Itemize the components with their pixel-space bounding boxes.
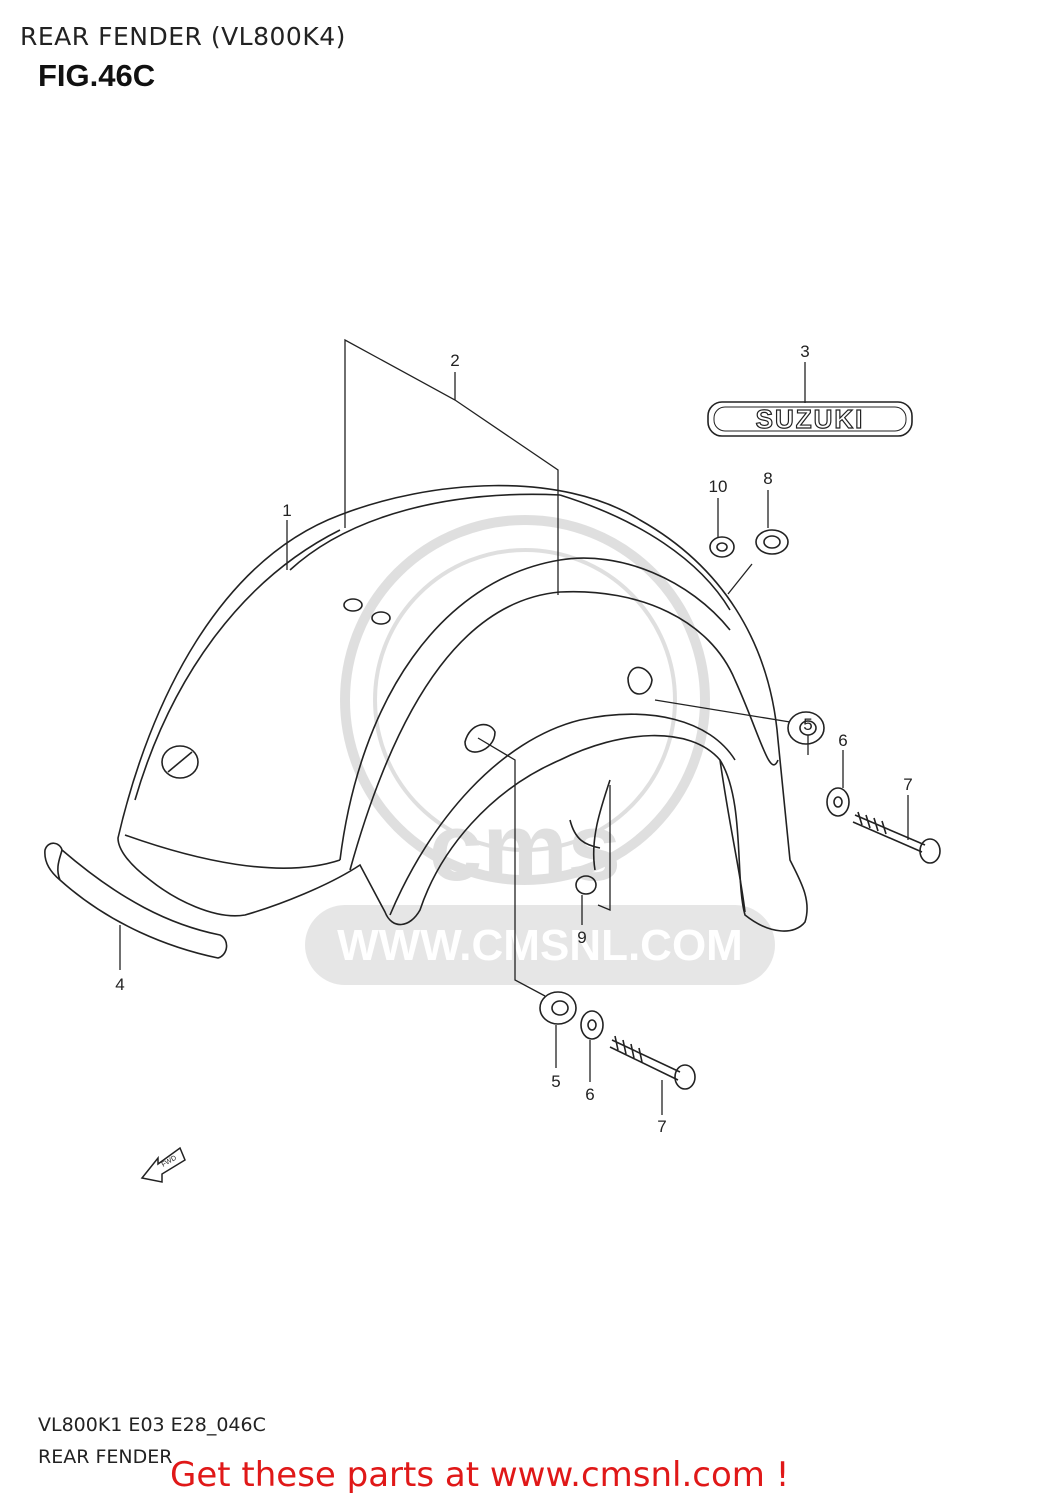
callout-numbers: 1 2 3 4 5 6 7 8 9 10 5 6 7 [115,342,912,1136]
section-name: REAR FENDER [38,1446,173,1468]
fastener-set-lower [539,991,696,1090]
fastener-set-right [787,711,941,864]
watermark-logo-text: cms [429,794,621,901]
bumper-strip-part [44,842,228,959]
figure-number: FIG.46C [38,58,156,93]
watermark-url-text: WWW.CMSNL.COM [337,921,743,970]
cmsnl-link-banner[interactable]: Get these parts at www.cmsnl.com ! [170,1455,790,1495]
emblem-text: SUZUKI [756,404,865,434]
callout-2: 2 [450,351,459,370]
callout-3: 3 [800,342,809,361]
callout-9: 9 [577,928,586,947]
cms-watermark: cms WWW.CMSNL.COM [305,515,775,985]
rear-fender-part [117,484,808,932]
callout-1: 1 [282,501,291,520]
suzuki-emblem-part: SUZUKI [707,401,913,437]
callout-5-lower: 5 [551,1072,560,1091]
callout-7-right: 7 [903,775,912,794]
model-code: VL800K1 E03 E28_046C [38,1414,266,1436]
callout-4: 4 [115,975,124,994]
forward-direction-arrow: FWD [140,1146,186,1183]
callout-8: 8 [763,469,772,488]
callout-10: 10 [709,477,728,496]
callout-6-right: 6 [838,731,847,750]
callout-6-lower: 6 [585,1085,594,1104]
callout-7-lower: 7 [657,1117,666,1136]
leader-lines [119,338,909,1115]
grommet-parts [575,529,789,895]
page-title: REAR FENDER (VL800K4) [20,22,346,51]
callout-5-right: 5 [803,715,812,734]
